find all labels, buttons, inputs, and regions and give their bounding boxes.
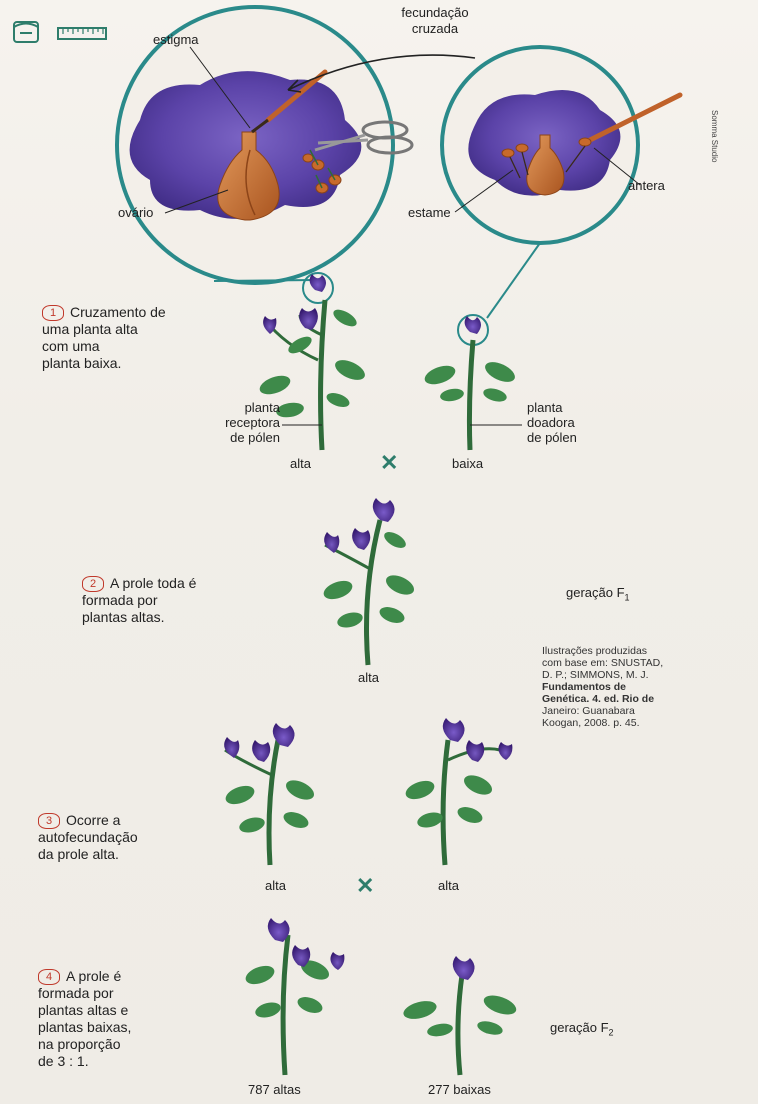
ruler-icon (58, 28, 106, 39)
magnified-donor-flower (442, 47, 680, 243)
step-4-number: 4 (38, 969, 60, 985)
label-f2-short-count: 277 baixas (428, 1082, 491, 1097)
label-receptor: plantareceptorade pólen (210, 400, 280, 445)
label-estigma: estigma (153, 32, 199, 47)
magnified-receptor-flower (117, 7, 412, 283)
label-f2-tall-count: 787 altas (248, 1082, 301, 1097)
label-cross1-right: baixa (452, 456, 483, 471)
label-cross1-left: alta (290, 456, 311, 471)
cross-symbol-1: ✕ (380, 452, 398, 474)
source-credit: Ilustrações produzidas com base em: SNUS… (542, 645, 727, 729)
label-donor: plantadoadorade pólen (527, 400, 577, 445)
plant-f2-short (402, 956, 519, 1075)
label-antera: antera (628, 178, 665, 193)
bucket-icon (14, 22, 38, 42)
step-2-number: 2 (82, 576, 104, 592)
plant-f1-left-self (223, 723, 317, 865)
plant-f2-tall (243, 918, 344, 1075)
label-ovario: ovário (118, 205, 153, 220)
step-3-text: 3Ocorre a autofecundação da prole alta. (38, 812, 138, 863)
label-f1-alta: alta (358, 670, 379, 685)
plant-f1-tall (321, 498, 417, 665)
cross-symbol-2: ✕ (356, 875, 374, 897)
step-4-text: 4A prole é formada por plantas altas e p… (38, 968, 131, 1070)
studio-credit: Somma Studio (710, 110, 719, 162)
step-2-text: 2A prole toda é formada por plantas alta… (82, 575, 196, 626)
label-fecundacao-line1: fecundação (395, 5, 475, 20)
plant-short-donor (422, 315, 518, 450)
step-1-text: 1Cruzamento de uma planta alta com uma p… (42, 304, 166, 372)
label-fecundacao-line2: cruzada (395, 21, 475, 36)
label-cross2-right: alta (438, 878, 459, 893)
step-3-number: 3 (38, 813, 60, 829)
step-1-number: 1 (42, 305, 64, 321)
label-estame: estame (408, 205, 451, 220)
label-cross2-left: alta (265, 878, 286, 893)
label-generation-f2: geração F2 (550, 1020, 614, 1038)
label-generation-f1: geração F1 (566, 585, 630, 603)
plant-f1-right-self (403, 718, 512, 865)
